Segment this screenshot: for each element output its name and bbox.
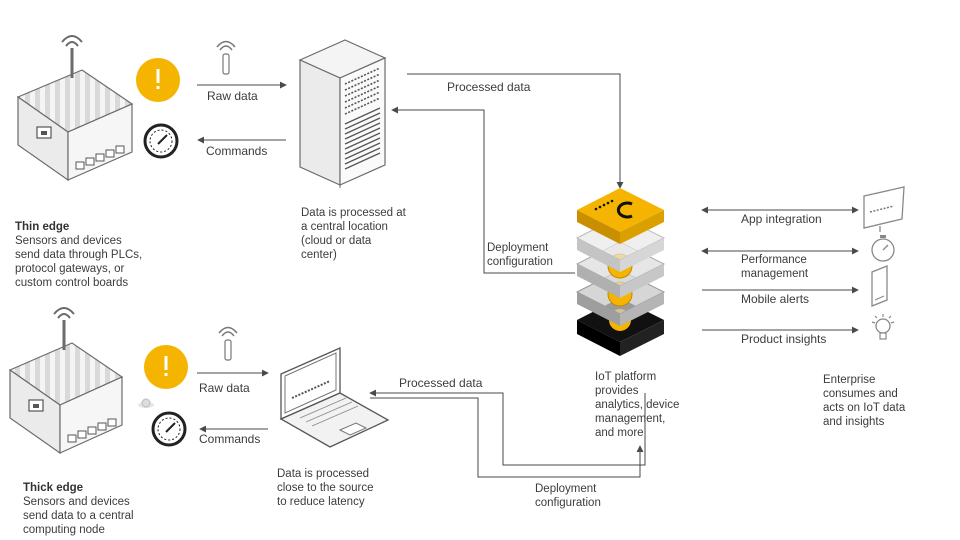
processed-data-label-bottom: Processed data (399, 376, 483, 390)
deployment-label-top: Deployment configuration (487, 242, 553, 268)
sensor-icon (216, 40, 236, 75)
thick-edge-gateway-icon (8, 307, 124, 455)
enterprise-description: Enterprise consumes and acts on IoT data… (823, 374, 906, 428)
lightbulb-icon (871, 314, 895, 340)
thin-edge-description: Sensors and devices send data through PL… (15, 235, 143, 289)
mobile-alerts-label: Mobile alerts (741, 292, 810, 306)
processed-data-label-top: Processed data (447, 80, 531, 94)
thick-edge-title: Thick edge (23, 482, 84, 494)
commands-label-bottom: Commands (199, 432, 261, 446)
thin-edge-gateway-icon (16, 35, 134, 182)
laptop-description: Data is processed close to the source to… (277, 468, 374, 508)
laptop-icon (279, 347, 390, 448)
server-rack-icon (298, 39, 387, 188)
deployment-arrow-top (391, 106, 575, 274)
stopwatch-icon (871, 235, 895, 262)
thick-edge-description: Sensors and devices send data to a centr… (23, 496, 134, 536)
performance-label: Performance management (741, 254, 809, 280)
product-insights-label: Product insights (741, 332, 827, 346)
raw-data-label-bottom: Raw data (199, 381, 250, 395)
deployment-label-bottom: Deployment configuration (535, 483, 601, 509)
processed-data-arrow-bottom (370, 397, 644, 478)
valve-icon (138, 398, 154, 408)
raw-data-label-top: Raw data (207, 89, 258, 103)
mobile-phone-icon (871, 265, 888, 307)
monitor-icon (863, 186, 905, 232)
commands-label-top: Commands (206, 144, 268, 158)
alert-icon-bottom (144, 345, 188, 389)
alert-icon (136, 58, 180, 102)
sensor-icon-bottom (218, 326, 238, 361)
gauge-icon-bottom (151, 411, 187, 447)
processed-data-arrow-top (407, 73, 624, 189)
iot-platform-stack-icon (575, 188, 666, 356)
cloud-description: Data is processed at a central location … (301, 207, 406, 261)
thin-edge-title: Thin edge (15, 221, 70, 233)
deployment-arrow-bottom (369, 389, 646, 466)
app-integration-label: App integration (741, 212, 822, 226)
gauge-icon (143, 123, 179, 159)
platform-description: IoT platform provides analytics, device … (595, 371, 680, 439)
